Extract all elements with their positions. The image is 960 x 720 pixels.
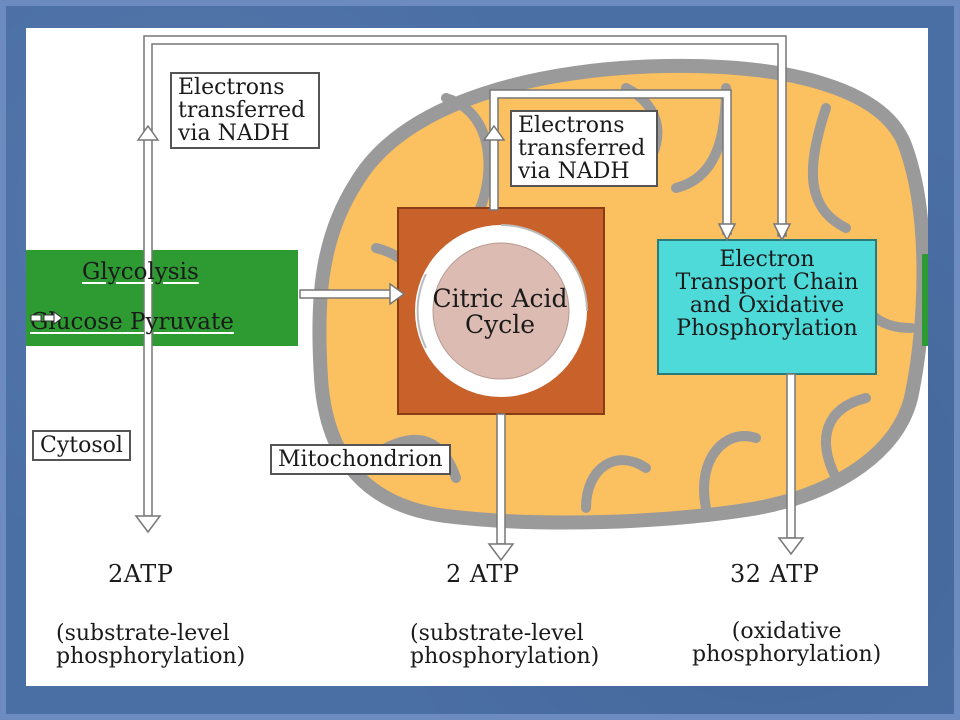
diagram-panel: Electrons transferred via NADH Electrons… [26,28,928,686]
cytosol-label: Cytosol [32,430,131,462]
citric-acid-label: Citric Acid Cycle [420,284,580,340]
nadh-right-line-3: via NADH [518,159,630,185]
double-arrow-icon [30,311,63,325]
note-2-line-2: phosphorylation) [410,644,600,670]
etc-label: Electron Transport Chain and Oxidative P… [660,248,874,340]
nadh-left-line-3: via NADH [178,121,290,147]
nadh-right-line-1: Electrons [518,113,625,138]
nadh-label-left: Electrons transferred via NADH [170,72,320,150]
mitochondrion-label: Mitochondrion [270,444,451,476]
etc-line-3: and Oxidative [689,293,845,319]
atp-output-2: 2 ATP [446,560,520,588]
note-1-line-1: (substrate-level [56,621,230,646]
atp-note-1: (substrate-level phosphorylation) [56,622,245,668]
atp-output-3: 32 ATP [730,560,820,588]
glycolysis-title: Glycolysis [82,259,199,285]
pyruvate-label: Pyruvate [130,309,234,335]
atp-note-3: (oxidative phosphorylation) [692,620,881,666]
hollow-arrows [134,35,805,562]
nadh-left-line-1: Electrons [178,75,285,100]
right-green-edge [922,254,928,346]
glycolysis-equation: Glucose Pyruvate [30,310,234,334]
citric-line-1: Citric Acid [432,284,568,313]
diagram-drawing [26,35,928,562]
cycle-arrows [416,224,588,349]
etc-line-1: Electron [719,247,815,272]
etc-line-2: Transport Chain [675,270,859,296]
glucose-label: Glucose [30,309,123,335]
nadh-right-line-2: transferred [518,136,646,162]
nadh-left-line-2: transferred [178,98,306,124]
note-1-line-2: phosphorylation) [56,644,246,670]
note-3-line-1: (oxidative [731,619,842,644]
nadh-label-right: Electrons transferred via NADH [510,110,658,188]
etc-box [657,239,877,375]
note-2-line-1: (substrate-level [410,621,584,646]
etc-line-4: Phosphorylation [676,316,858,342]
citric-circle [432,242,570,380]
atp-note-2: (substrate-level phosphorylation) [410,622,599,668]
note-3-line-2: phosphorylation) [692,642,882,668]
atp-output-1: 2ATP [108,560,174,588]
glycolysis-bar [26,250,298,346]
citric-line-2: Cycle [464,310,536,340]
